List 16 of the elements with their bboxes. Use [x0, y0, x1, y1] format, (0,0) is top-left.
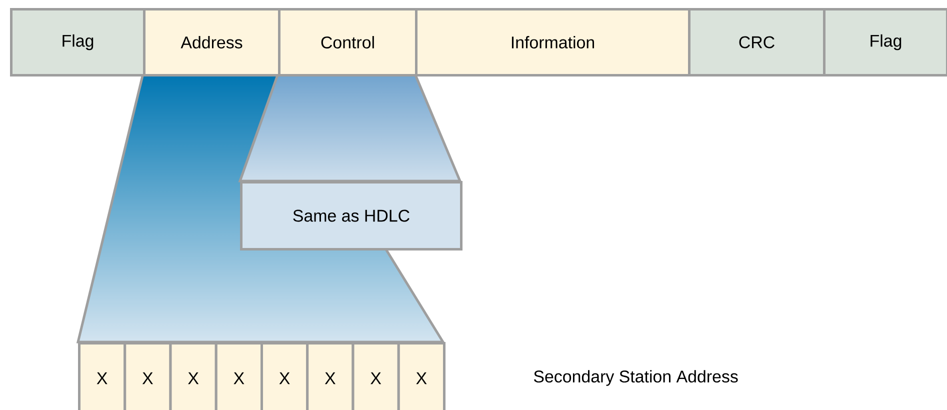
bit-cell: X — [214, 342, 263, 410]
caption-text: Secondary Station Address — [534, 370, 738, 386]
frame-field: Flag — [823, 8, 947, 76]
frame-field: Address — [143, 8, 280, 76]
bit-cell: X — [352, 342, 400, 410]
bit-cell: X — [397, 342, 446, 410]
bit-cell: X — [306, 342, 354, 410]
text-box: Same as HDLC — [240, 181, 462, 250]
bit-cell: X — [260, 342, 309, 410]
frame-field: Flag — [10, 8, 146, 76]
bit-cell: X — [169, 342, 218, 410]
frame-field: Information — [415, 8, 690, 76]
bit-cell: X — [78, 342, 126, 410]
frame-field: CRC — [688, 8, 826, 76]
frame-field: Control — [278, 8, 418, 76]
bit-cell: X — [124, 342, 172, 410]
